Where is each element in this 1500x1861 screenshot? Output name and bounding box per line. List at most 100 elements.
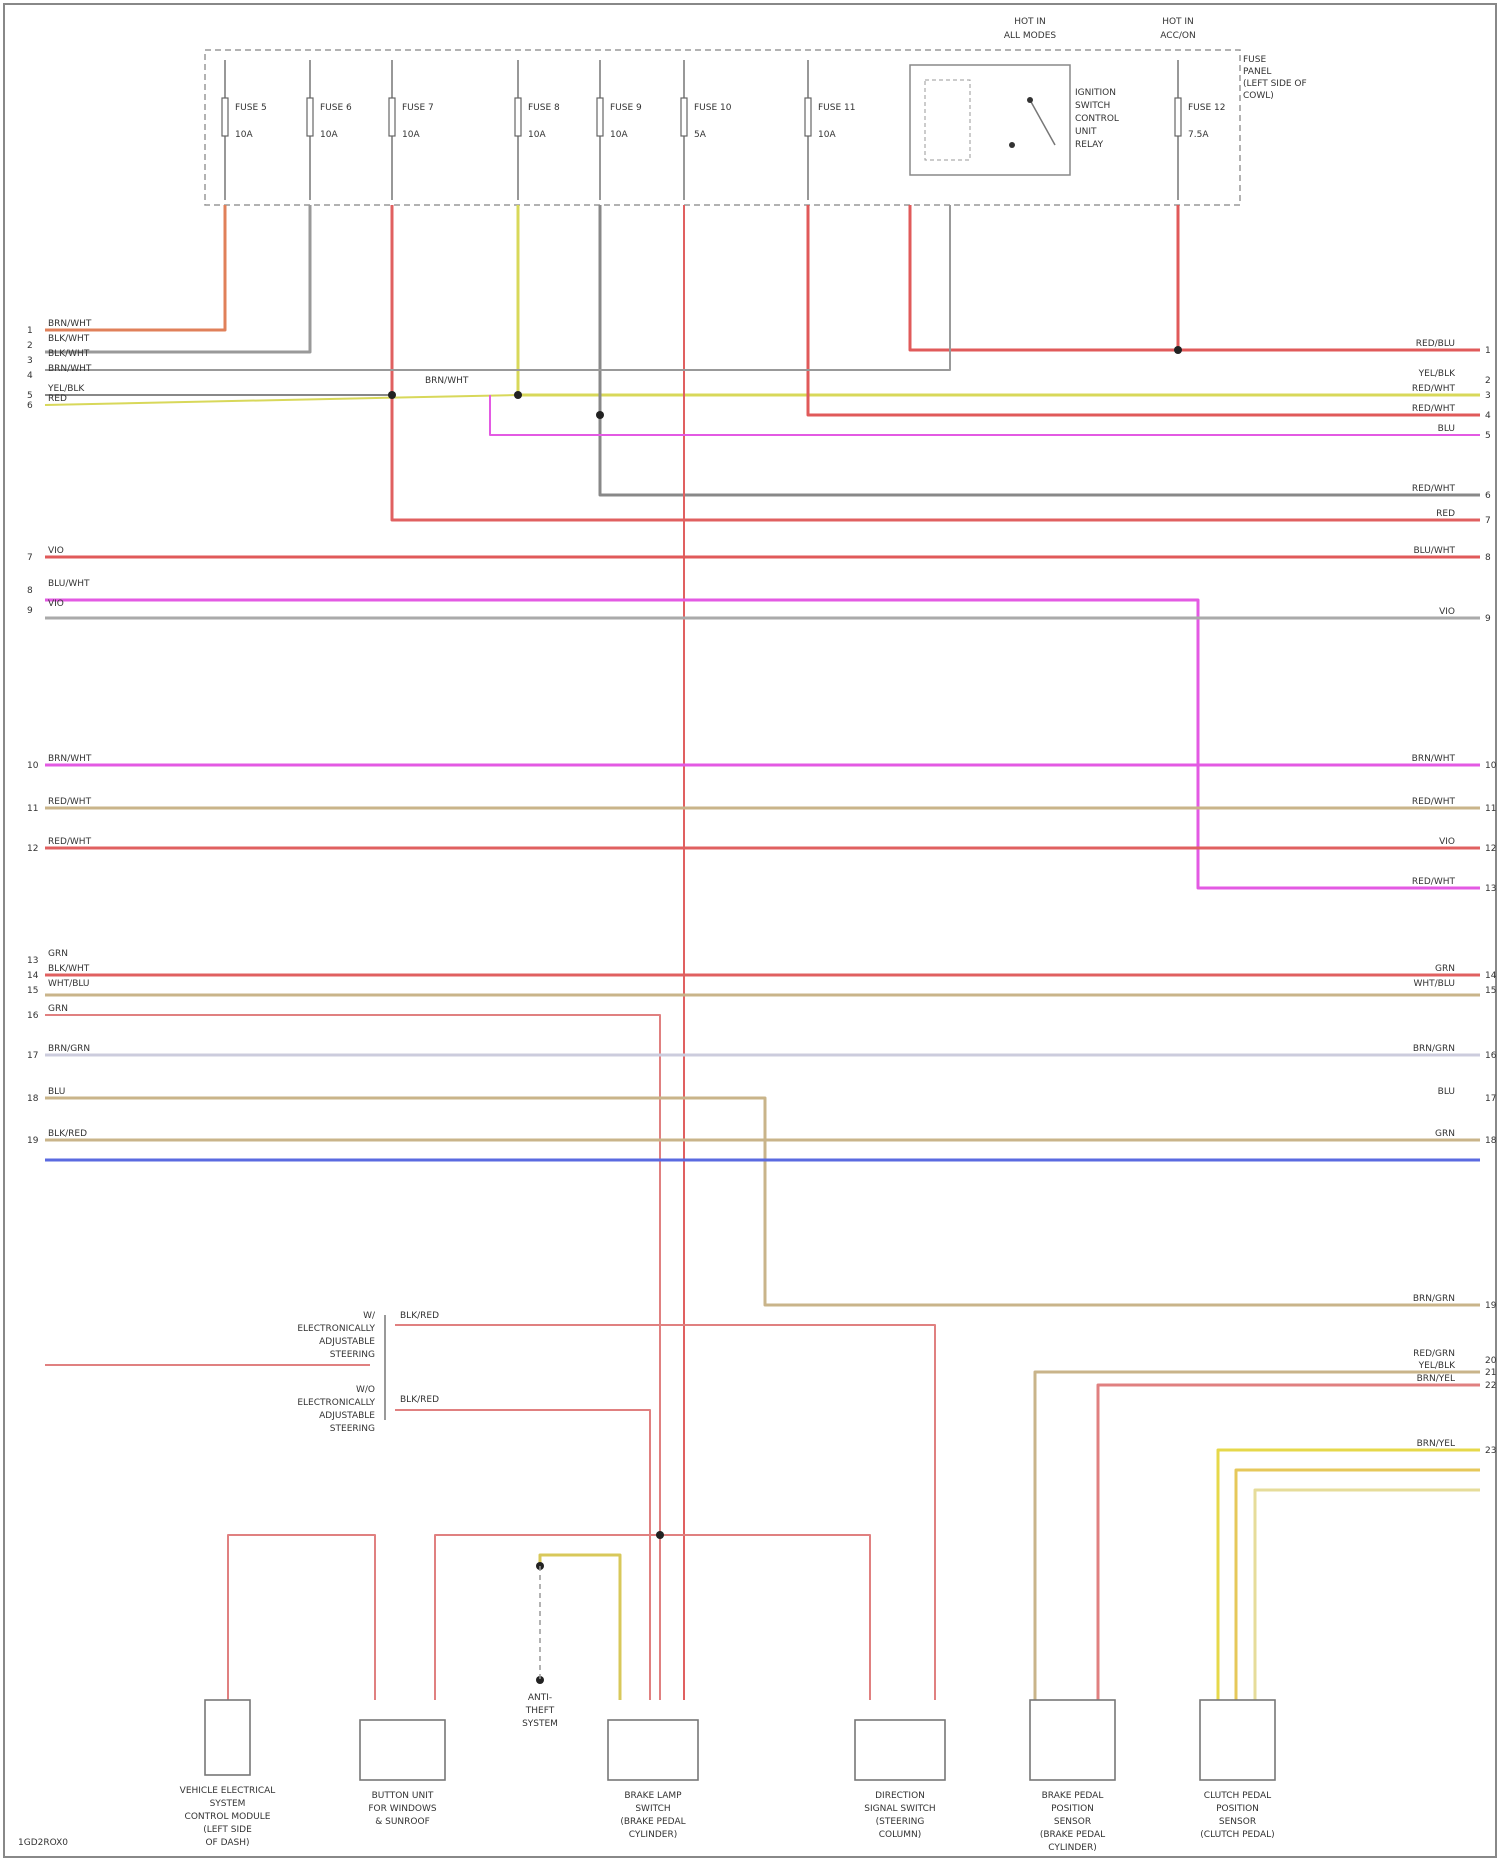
wire-fuse5 <box>45 205 225 330</box>
wire-grn-2 <box>45 1098 1480 1305</box>
component-label: BRAKE PEDAL <box>1042 1791 1104 1801</box>
relay-label-line: UNIT <box>1075 127 1097 137</box>
component: DIRECTIONSIGNAL SWITCH(STEERINGCOLUMN) <box>855 1720 945 1840</box>
component-label: SYSTEM <box>210 1799 246 1809</box>
left-wire-color: YEL/BLK <box>47 384 85 394</box>
right-pin-number: 6 <box>1485 491 1491 501</box>
fuse-amps: 10A <box>235 130 253 140</box>
wire-vesc <box>228 1535 375 1700</box>
fuse-panel: FUSEPANEL(LEFT SIDE OFCOWL) HOT INALL MO… <box>205 17 1307 205</box>
relay-label-line: CONTROL <box>1075 114 1119 124</box>
hot-in-acc-on-label: ACC/ON <box>1160 31 1195 41</box>
component-label: VEHICLE ELECTRICAL <box>180 1786 276 1796</box>
component-label: CLUTCH PEDAL <box>1204 1791 1271 1801</box>
left-pin-number: 1 <box>27 326 33 336</box>
wire-cpps-1 <box>1218 1450 1480 1700</box>
left-wire-color: BLK/WHT <box>48 349 90 359</box>
left-pin-number: 9 <box>27 606 33 616</box>
right-wire-color: BLU <box>1438 1087 1455 1097</box>
right-wire-color: RED/GRN <box>1413 1349 1455 1359</box>
fuse-element <box>389 98 395 136</box>
component-body <box>855 1720 945 1780</box>
fuse: FUSE 610A <box>307 60 352 200</box>
right-pin-number: 7 <box>1485 516 1491 526</box>
component: BRAKE LAMPSWITCH(BRAKE PEDALCYLINDER) <box>608 1720 698 1840</box>
component: CLUTCH PEDALPOSITIONSENSOR(CLUTCH PEDAL) <box>1200 1700 1275 1840</box>
right-pin-number: 10 <box>1485 761 1497 771</box>
right-wire-color: VIO <box>1439 837 1455 847</box>
fuse-panel-caption-line: COWL) <box>1243 91 1274 101</box>
hot-in-acc-on-label: HOT IN <box>1162 17 1194 27</box>
right-pin-number: 1 <box>1485 346 1491 356</box>
left-wire-color: VIO <box>48 599 64 609</box>
left-wire-color: BLK/WHT <box>48 334 90 344</box>
fuse-amps: 10A <box>528 130 546 140</box>
splice-dot <box>1174 346 1182 354</box>
option-w-label: ELECTRONICALLY <box>297 1324 375 1334</box>
right-pin-number: 19 <box>1485 1301 1497 1311</box>
component-label: & SUNROOF <box>375 1817 430 1827</box>
component-label: (BRAKE PEDAL <box>620 1817 685 1827</box>
component-label: POSITION <box>1216 1804 1259 1814</box>
fuse-element <box>597 98 603 136</box>
right-wire-color: YEL/BLK <box>1418 1361 1456 1371</box>
anti-theft-label-line: ANTI- <box>528 1693 552 1703</box>
fuse-amps: 10A <box>818 130 836 140</box>
component-label: CYLINDER) <box>629 1830 677 1840</box>
component-label: (BRAKE PEDAL <box>1040 1830 1105 1840</box>
left-wire-color: GRN <box>48 949 68 959</box>
right-wire-color: BRN/WHT <box>1412 754 1456 764</box>
component-label: (LEFT SIDE <box>203 1825 252 1835</box>
right-wire-color: RED <box>1436 509 1455 519</box>
right-wire-color: RED/BLU <box>1416 339 1455 349</box>
right-wire-color: YEL/BLK <box>1418 369 1456 379</box>
fuse-element <box>515 98 521 136</box>
hot-in-all-modes-label: ALL MODES <box>1004 31 1057 41</box>
right-pin-number: 20 <box>1485 1356 1497 1366</box>
component-list: VEHICLE ELECTRICALSYSTEMCONTROL MODULE(L… <box>180 1700 1275 1853</box>
component-label: (CLUTCH PEDAL) <box>1200 1830 1274 1840</box>
left-pin-number: 4 <box>27 371 33 381</box>
right-pin-number: 8 <box>1485 553 1491 563</box>
component-body <box>360 1720 445 1780</box>
right-wire-color: RED/WHT <box>1412 384 1456 394</box>
component-label: SIGNAL SWITCH <box>864 1804 935 1814</box>
left-wire-color: BRN/WHT <box>48 319 92 329</box>
right-pin-number: 18 <box>1485 1136 1497 1146</box>
wire-cpps-3 <box>1255 1490 1480 1700</box>
component-label: COLUMN) <box>879 1830 922 1840</box>
splice-dot <box>596 411 604 419</box>
right-pin-number: 22 <box>1485 1381 1496 1391</box>
component-label: (STEERING <box>876 1817 925 1827</box>
right-wire-color: GRN <box>1435 964 1455 974</box>
component-body <box>1030 1700 1115 1780</box>
left-pin-number: 12 <box>27 844 38 854</box>
fuse: FUSE 105A <box>681 60 732 200</box>
fuse-amps: 7.5A <box>1188 130 1209 140</box>
right-pin-number: 11 <box>1485 804 1496 814</box>
left-pin-number: 6 <box>27 401 33 411</box>
right-wire-color: RED/WHT <box>1412 404 1456 414</box>
component-label: SWITCH <box>635 1804 670 1814</box>
wire-cpps-2 <box>1236 1470 1480 1700</box>
left-connector-labels: 1BRN/WHT2BLK/WHT3BLK/WHT4BRN/WHT5YEL/BLK… <box>27 319 92 1146</box>
wire-button-unit <box>435 1535 870 1700</box>
component-label: FOR WINDOWS <box>368 1804 437 1814</box>
component-label: CYLINDER) <box>1048 1843 1096 1853</box>
option-wo-label: ADJUSTABLE <box>319 1411 375 1421</box>
relay-label-line: SWITCH <box>1075 101 1110 111</box>
right-wire-color: BRN/YEL <box>1417 1439 1455 1449</box>
component-body <box>1200 1700 1275 1780</box>
left-pin-number: 16 <box>27 1011 39 1021</box>
fuse-amps: 10A <box>610 130 628 140</box>
fuse-name: FUSE 12 <box>1188 103 1225 113</box>
relay-label-line: IGNITION <box>1075 88 1116 98</box>
fuse-element <box>1175 98 1181 136</box>
wire-fuse11b <box>910 205 1480 350</box>
splice-label: BRN/WHT <box>425 376 469 386</box>
component-label: BUTTON UNIT <box>372 1791 434 1801</box>
component-body <box>205 1700 250 1775</box>
left-wire-color: BLK/RED <box>48 1129 87 1139</box>
